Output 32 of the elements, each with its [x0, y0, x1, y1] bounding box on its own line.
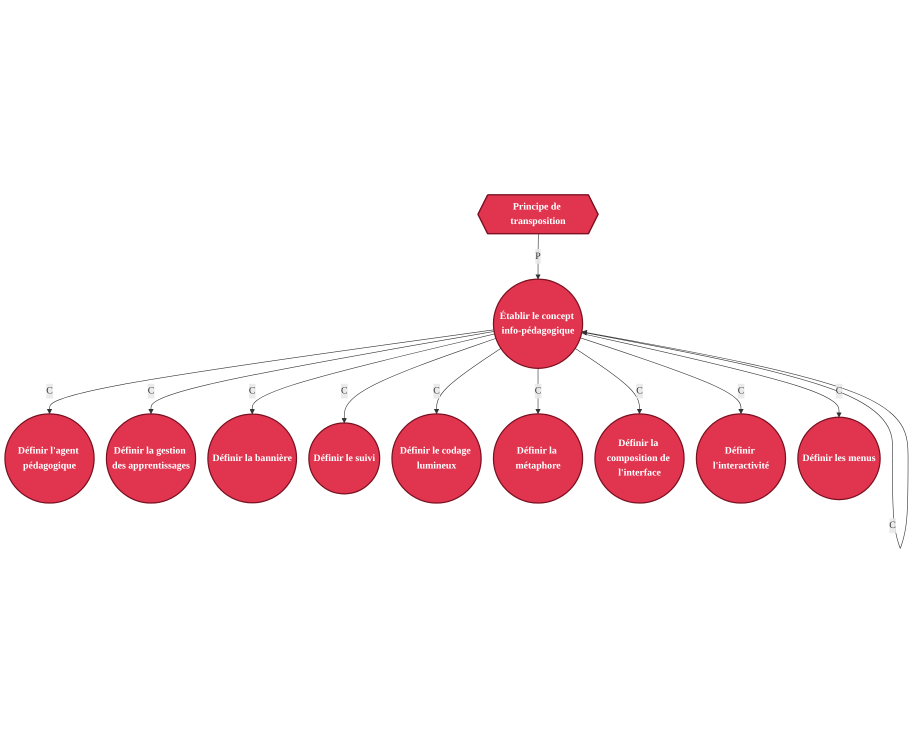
node-circle: Définir les menus [797, 416, 881, 500]
edge-label: P [535, 250, 541, 262]
edge-label: C [889, 520, 896, 530]
arrow [250, 333, 495, 414]
edge-label: C [636, 385, 643, 396]
arrow [148, 330, 494, 414]
edge-label: C [534, 385, 542, 396]
edge-label: C [738, 385, 744, 396]
node-circle: Définir l'interactivité [696, 412, 786, 504]
arrow [535, 233, 541, 280]
node-circle: Définir la composition de l'interface [594, 412, 685, 504]
arrow [582, 330, 908, 549]
edge-label: C [340, 385, 348, 396]
node-circle: Définir le codage lumineux [391, 412, 482, 504]
node-circle: Établir le concept info-pédagogique [492, 278, 584, 369]
arrow [581, 332, 842, 418]
edge-label: C [46, 385, 53, 396]
node-circle: Définir l'agent pédagogique [4, 412, 95, 504]
edge-label: C [433, 385, 440, 396]
edge-label: C [248, 385, 256, 396]
arrow [580, 337, 744, 414]
node-circle: Définir le suivi [308, 422, 380, 494]
arrow [46, 329, 494, 414]
arrow [434, 348, 502, 414]
node-circle: Définir la bannière [207, 413, 298, 504]
edge-label: C [836, 385, 842, 396]
node-circle: Définir la gestion des apprentissages [106, 412, 196, 504]
arrow [535, 368, 541, 414]
edge-label: C [148, 385, 154, 396]
node-circle: Définir la métaphore [492, 412, 584, 504]
arrow [574, 348, 642, 414]
arrow [342, 338, 496, 423]
